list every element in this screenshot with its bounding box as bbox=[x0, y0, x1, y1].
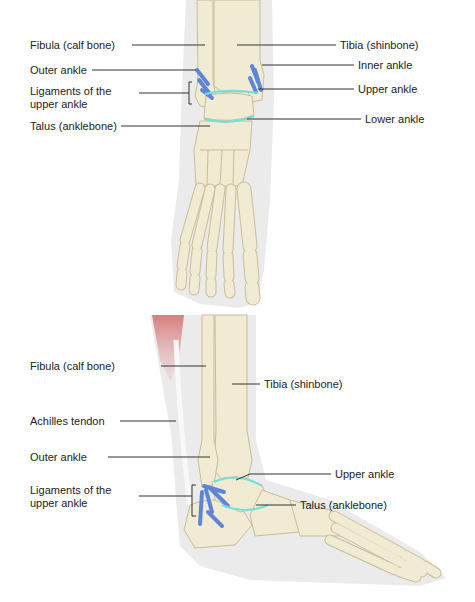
metatarsal-bones bbox=[181, 273, 182, 285]
side-metatarsals bbox=[330, 540, 395, 570]
metatarsal-bones bbox=[207, 282, 216, 292]
metatarsal-bones bbox=[244, 189, 253, 298]
metatarsal-bones bbox=[194, 278, 195, 290]
leader-lines bbox=[92, 70, 196, 71]
leader-lines bbox=[132, 45, 205, 46]
metatarsal-bones bbox=[252, 287, 253, 298]
metatarsal-bones bbox=[244, 189, 253, 298]
side-leader-lines bbox=[256, 505, 296, 506]
metatarsal-bones bbox=[250, 255, 252, 278]
side-leader-lines bbox=[120, 421, 176, 422]
metatarsal-bones bbox=[181, 273, 182, 285]
metatarsal-bones bbox=[228, 189, 231, 250]
metatarsal-bones bbox=[229, 284, 230, 293]
part-label: Ligaments of the upper ankle bbox=[30, 484, 138, 510]
leader-lines bbox=[121, 126, 210, 127]
metatarsal-bones bbox=[197, 189, 210, 245]
side-metatarsals bbox=[400, 572, 416, 577]
metatarsal-bones bbox=[212, 189, 220, 248]
metatarsal-bones bbox=[206, 282, 217, 292]
side-ligaments bbox=[200, 492, 202, 524]
joint-lines bbox=[205, 91, 258, 94]
foot-shadow bbox=[171, 0, 274, 308]
leg-bones bbox=[200, 150, 248, 186]
metatarsal-bones bbox=[195, 251, 197, 271]
side-metatarsals bbox=[330, 516, 436, 577]
side-metatarsals bbox=[330, 516, 436, 577]
side-bones bbox=[198, 315, 218, 487]
leg-shadow bbox=[176, 340, 190, 505]
side-ligaments bbox=[208, 512, 222, 526]
part-label: Lower ankle bbox=[365, 113, 424, 126]
side-bones bbox=[214, 315, 252, 480]
leg-bones bbox=[194, 121, 252, 186]
ligaments bbox=[197, 66, 261, 98]
side-leader-lines bbox=[108, 457, 210, 458]
part-label: Fibula (calf bone) bbox=[30, 39, 115, 52]
leader-lines bbox=[92, 45, 361, 126]
side-metatarsals bbox=[330, 516, 436, 577]
metatarsal-bones bbox=[182, 246, 185, 266]
side-ligaments bbox=[206, 490, 212, 512]
metatarsal-bones bbox=[212, 189, 220, 248]
metatarsal-bones bbox=[181, 188, 253, 298]
side-metatarsals bbox=[425, 566, 436, 573]
metatarsal-bones bbox=[229, 284, 230, 293]
part-label: Fibula (calf bone) bbox=[30, 360, 115, 373]
side-bones bbox=[250, 490, 300, 536]
leg-shadow bbox=[150, 315, 446, 586]
leg-shadow bbox=[150, 315, 446, 586]
part-label: Tibia (shinbone) bbox=[264, 378, 342, 391]
metatarsal-bones bbox=[182, 246, 185, 266]
side-ligaments bbox=[210, 488, 228, 506]
metatarsal-bones bbox=[181, 188, 231, 293]
metatarsal-bones bbox=[228, 189, 231, 250]
side-leader-lines bbox=[161, 366, 206, 367]
leader-lines bbox=[247, 119, 361, 120]
part-label: Ligaments of the upper ankle bbox=[30, 85, 138, 111]
metatarsal-bones bbox=[252, 287, 253, 298]
metatarsal-bones bbox=[244, 189, 250, 246]
leader-lines bbox=[139, 82, 192, 104]
metatarsal-bones bbox=[211, 254, 212, 275]
side-metatarsals bbox=[400, 572, 416, 577]
metatarsal-bones bbox=[211, 254, 212, 275]
part-label: Talus (anklebone) bbox=[300, 499, 387, 512]
part-label: Upper ankle bbox=[358, 83, 417, 96]
metatarsal-bones bbox=[194, 278, 195, 290]
part-label: Inner ankle bbox=[358, 59, 412, 72]
side-joint-lines bbox=[222, 505, 268, 510]
metatarsal-bones bbox=[195, 251, 197, 271]
side-metatarsals bbox=[425, 566, 436, 573]
part-label: Tibia (shinbone) bbox=[340, 39, 418, 52]
ligaments bbox=[250, 78, 256, 92]
side-leader-lines bbox=[236, 474, 331, 480]
metatarsal-bones bbox=[181, 188, 231, 293]
leader-lines bbox=[258, 89, 354, 90]
leg-bones bbox=[194, 0, 264, 186]
leader-lines bbox=[237, 45, 336, 46]
joint-lines bbox=[204, 116, 254, 122]
part-label: Achilles tendon bbox=[30, 415, 105, 428]
side-leader-lines bbox=[232, 384, 260, 385]
part-label: Outer ankle bbox=[30, 451, 87, 464]
part-label: Talus (anklebone) bbox=[30, 120, 117, 133]
joint-lines bbox=[204, 91, 258, 122]
metatarsal-bones bbox=[250, 255, 252, 278]
side-leader-lines bbox=[139, 485, 196, 516]
metatarsal-bones bbox=[228, 256, 229, 277]
metatarsal-bones bbox=[228, 256, 229, 277]
foot-shadow bbox=[171, 0, 274, 308]
leader-lines bbox=[262, 65, 354, 66]
metatarsal-bones bbox=[244, 189, 250, 246]
side-bones bbox=[184, 315, 340, 548]
part-label: Upper ankle bbox=[335, 468, 394, 481]
leg-bones bbox=[214, 0, 264, 102]
part-label: Outer ankle bbox=[30, 64, 87, 77]
